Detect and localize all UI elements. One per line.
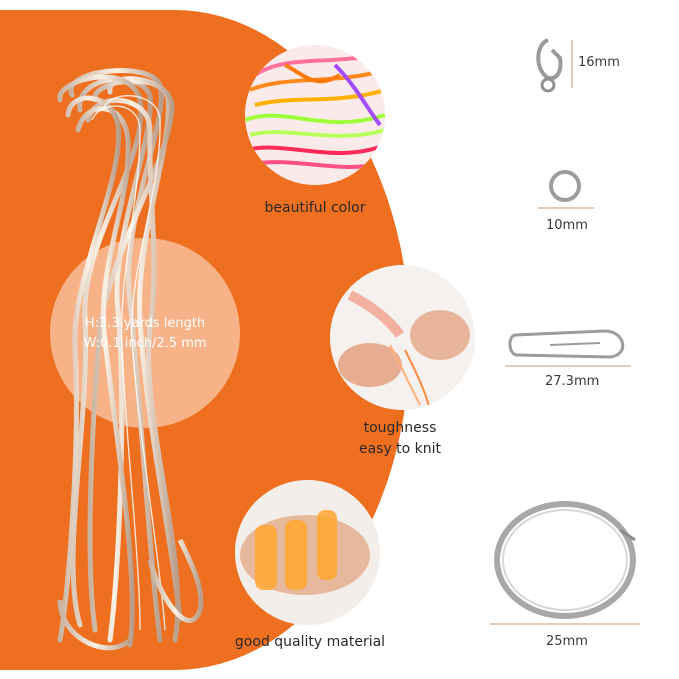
width-spec: W:0.1 inch/2.5 mm: [83, 336, 207, 351]
snap-hook-icon: [508, 329, 625, 359]
feature-caption-knit: easy to knit: [358, 441, 442, 457]
split-key-ring-icon: [494, 501, 636, 619]
knitting-photo: [330, 265, 475, 410]
feature-caption-material: good quality material: [234, 634, 386, 650]
jump-ring-size-label: 10mm: [546, 218, 588, 233]
snap-hook-dimension-line: [505, 365, 631, 367]
clasp-size-label: 16mm: [578, 55, 620, 70]
finger-cord-photo: [235, 480, 380, 625]
lobster-clasp-icon: [536, 38, 573, 93]
colorful-cords-photo: [245, 45, 385, 185]
snap-hook-size-label: 27.3mm: [545, 374, 600, 389]
feature-caption-color: beautiful color: [264, 200, 366, 216]
jump-ring-icon: [549, 170, 581, 202]
jump-ring-dimension-line: [538, 207, 594, 209]
key-ring-size-label: 25mm: [546, 634, 588, 649]
feature-caption-toughness: toughness: [363, 420, 437, 436]
length-spec: H:3.3 yards length: [84, 316, 206, 331]
key-ring-dimension-line: [490, 623, 640, 625]
